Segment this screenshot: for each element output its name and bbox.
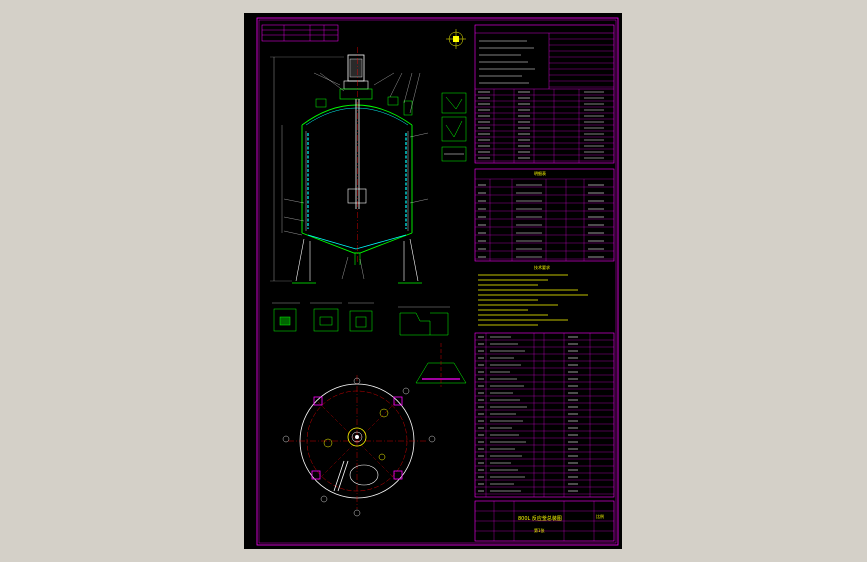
section-details-row [272,302,450,336]
design-data-table [474,24,615,164]
outlet-detail [415,343,467,387]
nozzle-table-header: 明细表 [534,170,546,176]
nozzle-details [441,92,467,162]
plan-center-nozzle [347,427,367,447]
part-callouts [283,72,429,280]
vessel-plan-view [282,375,436,517]
notes-header: 技术要求 [534,264,550,270]
support-leg-right [409,238,419,282]
top-nozzle-right [387,96,399,106]
plan-lug [393,470,403,480]
orientation-symbol [446,29,466,49]
nozzle-table [474,168,615,262]
drawing-inner-frame [258,19,617,544]
plan-lug [393,396,403,406]
parts-list-table [474,332,615,498]
impeller [347,188,367,204]
reducer [343,80,369,90]
vessel-elevation-view [270,47,429,284]
drawing-name: 800L 反应釜总装图 [518,515,562,522]
plan-lug [311,470,321,480]
drawing-sheet: 800L 反应釜总装图 第1张 比例 明细表 技术要求 [244,13,622,549]
plan-manhole [349,464,379,486]
top-head [301,104,413,126]
top-nozzle-left [315,98,327,108]
drawing-sheet-label: 第1张 [534,527,545,533]
drawing-frame [256,17,619,546]
support-leg-left [295,238,305,282]
drawing-scale-label: 比例 [596,513,604,519]
revision-table [261,24,339,42]
drive-frame [339,88,373,100]
plan-lug [313,396,323,406]
title-block: 800L 反应釜总装图 第1张 比例 [474,500,615,542]
technical-notes [478,274,588,326]
bottom-head [301,232,413,254]
cad-drawing: 800L 反应釜总装图 第1张 比例 明细表 技术要求 [256,17,619,546]
